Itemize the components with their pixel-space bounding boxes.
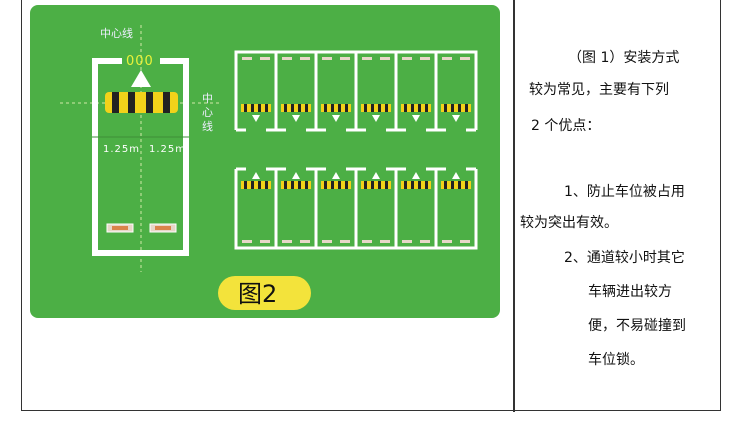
direction-arrow-icon: [372, 172, 380, 179]
intro-line-1: （图 1）安装方式: [568, 50, 680, 66]
wheel-stopper: [300, 57, 310, 60]
barrier-bar: [281, 181, 311, 189]
wheel-stopper-left: [106, 223, 134, 233]
wheel-stopper: [362, 57, 372, 60]
parking-space: [274, 50, 318, 132]
barrier-bar: [401, 181, 431, 189]
parking-space: [314, 50, 358, 132]
barrier-bar: [361, 104, 391, 112]
intro-line-2: 较为常见，主要有下列: [529, 82, 669, 98]
wheel-stopper: [402, 57, 412, 60]
width-left-label: 1.25m: [103, 144, 141, 155]
point-1-line-2: 较为突出有效。: [520, 215, 618, 231]
wheel-stopper: [282, 240, 292, 243]
barrier-bar: [401, 104, 431, 112]
parking-space: [234, 167, 278, 250]
wheel-stopper: [460, 240, 470, 243]
wheel-stopper: [260, 240, 270, 243]
point-2-line-4: 车位锁。: [588, 352, 644, 368]
lock-number: 000: [126, 54, 154, 69]
wheel-stopper: [380, 57, 390, 60]
parking-space: [354, 167, 398, 250]
direction-arrow-icon: [252, 115, 260, 122]
wheel-stopper: [242, 240, 252, 243]
barrier-bar: [105, 92, 178, 113]
space-outline: [92, 58, 189, 256]
parking-space: [394, 50, 438, 132]
wheel-stopper: [402, 240, 412, 243]
direction-arrow-icon: [252, 172, 260, 179]
center-line-label-side: 中心线: [202, 92, 213, 133]
parking-space: [354, 50, 398, 132]
wheel-stopper: [322, 57, 332, 60]
barrier-bar: [441, 104, 471, 112]
point-2-line-1: 2、通道较小时其它: [564, 250, 685, 266]
barrier-bar: [321, 181, 351, 189]
width-right-label: 1.25m: [149, 144, 187, 155]
parking-space: [314, 167, 358, 250]
intro-line-3: 2 个优点：: [531, 118, 601, 134]
point-2-line-2: 车辆进出较方: [588, 284, 672, 300]
barrier-bar: [361, 181, 391, 189]
parking-rows: [234, 50, 478, 250]
wheel-stopper: [420, 240, 430, 243]
wheel-stopper: [442, 57, 452, 60]
parking-space: [434, 167, 478, 250]
parking-space: [234, 50, 278, 132]
single-space-detail: [60, 25, 222, 272]
wheel-stopper: [242, 57, 252, 60]
direction-arrow-icon: [412, 115, 420, 122]
barrier-bar: [241, 104, 271, 112]
wheel-stopper: [282, 57, 292, 60]
wheel-stopper: [260, 57, 270, 60]
parking-space: [394, 167, 438, 250]
parking-space: [434, 50, 478, 132]
wheel-stopper: [322, 240, 332, 243]
direction-arrow-icon: [292, 172, 300, 179]
direction-arrow-icon: [372, 115, 380, 122]
center-line-label-top: 中心线: [100, 27, 133, 40]
direction-arrow-icon: [412, 172, 420, 179]
barrier-bar: [241, 181, 271, 189]
direction-arrow-icon: [332, 172, 340, 179]
point-2-line-3: 便，不易碰撞到: [588, 318, 686, 334]
wheel-stopper: [340, 57, 350, 60]
wheel-stopper: [300, 240, 310, 243]
table-column-divider: [513, 0, 515, 412]
direction-arrow-icon: [332, 115, 340, 122]
direction-arrow-icon: [452, 115, 460, 122]
wheel-stopper: [460, 57, 470, 60]
direction-arrow-icon: [452, 172, 460, 179]
barrier-bar: [321, 104, 351, 112]
figure-caption: 图2: [238, 280, 278, 308]
direction-arrow-icon: [292, 115, 300, 122]
wheel-stopper: [362, 240, 372, 243]
wheel-stopper: [442, 240, 452, 243]
wheel-stopper: [420, 57, 430, 60]
wheel-stopper-right: [149, 223, 177, 233]
point-1-line-1: 1、防止车位被占用: [564, 184, 685, 200]
wheel-stopper: [340, 240, 350, 243]
parking-space: [274, 167, 318, 250]
barrier-bar: [441, 181, 471, 189]
layout-table: [21, 0, 721, 411]
barrier-bar: [281, 104, 311, 112]
caption-badge: [218, 276, 311, 310]
wheel-stopper: [380, 240, 390, 243]
direction-arrow-icon: [131, 70, 151, 87]
